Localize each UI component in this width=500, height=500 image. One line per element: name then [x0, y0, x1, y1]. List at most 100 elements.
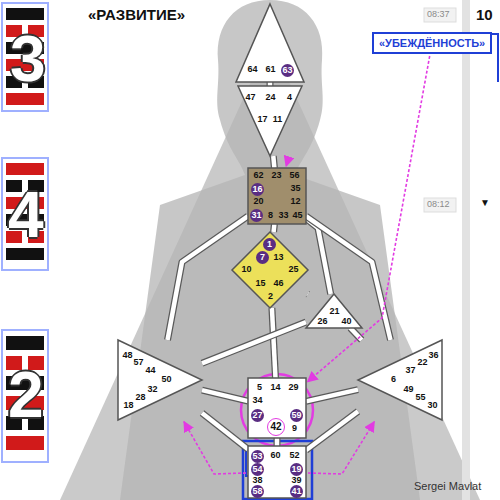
hexagram-icon: [2, 3, 48, 111]
callout-box: «УБЕЖДЁННОСТЬ»: [372, 32, 492, 54]
gate-number: 19: [290, 463, 303, 476]
gate-number: 11: [271, 114, 284, 125]
channel-edge: [272, 308, 276, 378]
channel-core: [275, 438, 280, 446]
channel-edge: [168, 216, 249, 340]
gate-number: 18: [122, 400, 135, 411]
gate-number: 14: [269, 382, 282, 393]
gate-number: 16: [251, 183, 264, 196]
channel-core: [168, 216, 249, 340]
channel-line: [306, 411, 358, 450]
gate-number: 63: [281, 64, 294, 77]
center-fill: [238, 86, 302, 156]
gate-number: 13: [272, 252, 285, 263]
center-shape: 536052541938395841: [248, 446, 306, 498]
channel-edge: [306, 411, 358, 450]
center-fill: [232, 232, 308, 308]
gate-number: 59: [290, 409, 303, 422]
gate-number: 47: [244, 92, 257, 103]
channel-line: [273, 156, 274, 168]
center-fill: [236, 4, 304, 82]
time-tick: [424, 198, 456, 212]
center-shape: 51429342759429: [248, 378, 306, 438]
gate-number: 1: [263, 238, 276, 251]
channel-core: [305, 292, 310, 297]
gate-number: 21: [328, 306, 341, 317]
gate-number: 6: [387, 374, 400, 385]
gate-number: 10: [240, 264, 253, 275]
gate-number: 34: [251, 395, 264, 406]
line-number: 4: [8, 178, 44, 252]
gate-number: 35: [289, 183, 302, 194]
channel-core: [202, 413, 248, 449]
gate-number: 50: [160, 374, 173, 385]
hexagram-icon: [2, 330, 48, 462]
center-shape: 48574450322818: [118, 340, 202, 420]
flow-arrow-path: [308, 56, 430, 382]
gate-number: 8: [264, 210, 277, 221]
body-silhouette: [60, 40, 480, 500]
hexagram-icon: [2, 158, 48, 270]
flow-arrow: [308, 422, 374, 474]
gate-number: 57: [132, 357, 145, 368]
gate-number: 56: [288, 170, 301, 181]
gate-number: 12: [289, 196, 302, 207]
channel-line: [202, 390, 248, 401]
time-label: 08:37: [427, 9, 450, 19]
gate-number: 26: [316, 316, 329, 327]
gate-number: 32: [146, 384, 159, 395]
center-fill: [306, 294, 362, 328]
watermark: Sergei Mavlat: [414, 480, 481, 492]
line-number: 3: [10, 22, 46, 96]
channel-edge: [270, 224, 278, 232]
gate-number: 37: [404, 365, 417, 376]
gate-number: 48: [121, 350, 134, 361]
channel-edge: [306, 390, 358, 402]
channel-core: [272, 308, 276, 378]
channel-edge: [350, 328, 361, 340]
center-fill: [358, 340, 442, 420]
gate-number: 40: [340, 316, 353, 327]
channel-core: [271, 224, 276, 232]
channel-core: [306, 411, 358, 450]
gate-number: 7: [256, 251, 269, 264]
channel-line: [307, 294, 309, 295]
root-frame: [243, 441, 312, 499]
center-fill: [248, 378, 306, 438]
channel-line: [202, 413, 248, 449]
gate-number: 49: [402, 384, 415, 395]
focus-ring: [241, 374, 313, 446]
gate-number: 46: [272, 278, 285, 289]
channel-line: [272, 308, 276, 378]
gate-number: 5: [253, 382, 266, 393]
channel-line: [277, 438, 278, 446]
gate-number: 15: [254, 278, 267, 289]
flow-arrow-path: [286, 158, 288, 166]
flow-arrow: [308, 56, 430, 382]
gate-number: 41: [290, 485, 303, 498]
gate-number: 30: [426, 400, 439, 411]
flow-arrow: [184, 422, 246, 474]
flow-arrow-path: [184, 422, 246, 474]
center-shape: 622356163520123183345: [248, 168, 306, 224]
gate-number: 33: [277, 210, 290, 221]
callout-text: «УБЕЖДЁННОСТЬ»: [379, 37, 485, 49]
center-shape: 472441711: [238, 86, 302, 156]
gate-number: 20: [252, 196, 265, 207]
time-tick: [424, 8, 456, 22]
channel-line: [202, 322, 306, 363]
gate-number: 42: [267, 418, 285, 436]
timeline-rule: [462, 0, 470, 500]
gate-number: 61: [264, 64, 277, 75]
gate-number: 36: [427, 350, 440, 361]
flow-arrow: [286, 158, 288, 166]
gate-number: 28: [134, 392, 147, 403]
gate-number: 60: [269, 450, 282, 461]
gate-number: 58: [251, 485, 264, 498]
channel-core: [306, 390, 358, 402]
flow-arrow-path: [308, 422, 374, 474]
marker-symbol: ▼: [480, 197, 490, 208]
center-fill: [248, 446, 306, 498]
gate-number: 31: [250, 209, 263, 222]
gate-number: 62: [252, 170, 265, 181]
